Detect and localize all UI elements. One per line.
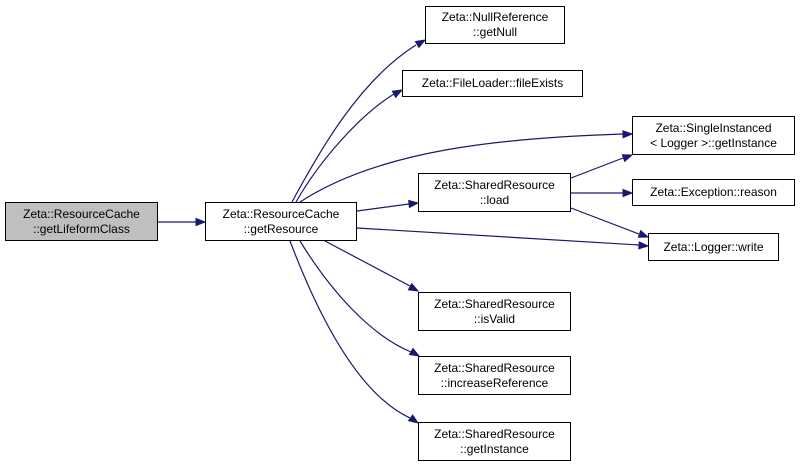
node-shared-increase-reference[interactable]: Zeta::SharedResource ::increaseReference bbox=[418, 356, 571, 395]
node-shared-load[interactable]: Zeta::SharedResource ::load bbox=[418, 173, 571, 212]
edge-get-lifeform-class-to-get-resource bbox=[158, 217, 207, 227]
node-single-instanced[interactable]: Zeta::SingleInstanced < Logger >::getIns… bbox=[632, 116, 795, 155]
node-shared-is-valid[interactable]: Zeta::SharedResource ::isValid bbox=[418, 292, 571, 331]
node-get-null[interactable]: Zeta::NullReference ::getNull bbox=[425, 6, 565, 44]
node-shared-get-instance[interactable]: Zeta::SharedResource ::getInstance bbox=[418, 422, 571, 461]
edge-get-resource-to-shared-increase-reference bbox=[299, 240, 421, 357]
node-get-lifeform-class: Zeta::ResourceCache ::getLifeformClass bbox=[5, 202, 158, 241]
edge-get-resource-to-file-exists bbox=[295, 89, 404, 203]
node-file-exists[interactable]: Zeta::FileLoader::fileExists bbox=[402, 70, 583, 97]
edge-shared-load-to-exception-reason bbox=[571, 188, 634, 198]
edge-get-resource-to-single-instanced bbox=[299, 130, 634, 203]
edge-get-resource-to-shared-load bbox=[356, 199, 420, 212]
edge-shared-load-to-single-instanced bbox=[570, 154, 634, 179]
edge-get-resource-to-shared-get-instance bbox=[289, 240, 420, 424]
node-exception-reason[interactable]: Zeta::Exception::reason bbox=[632, 179, 795, 206]
edge-shared-load-to-logger-write bbox=[570, 207, 650, 238]
node-get-resource[interactable]: Zeta::ResourceCache ::getResource bbox=[205, 202, 357, 241]
edge-get-resource-to-shared-is-valid bbox=[324, 240, 420, 292]
edge-get-resource-to-logger-write bbox=[356, 227, 650, 250]
edge-get-resource-to-get-null bbox=[291, 39, 427, 203]
node-logger-write[interactable]: Zeta::Logger::write bbox=[648, 233, 779, 261]
